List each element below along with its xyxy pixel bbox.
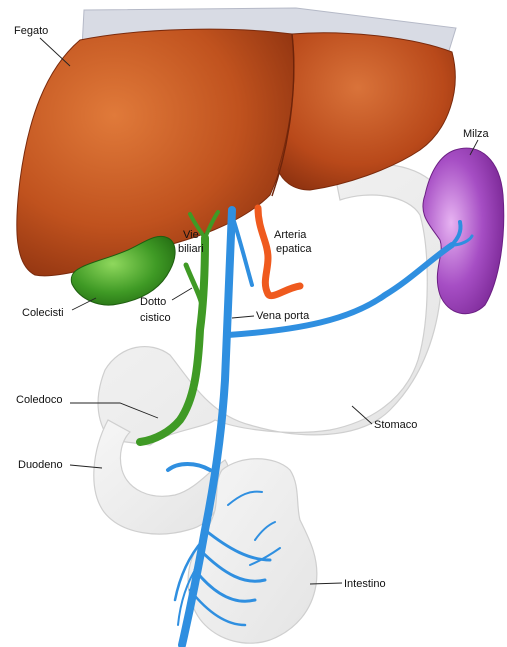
leader-fegato [40, 38, 70, 66]
liver-right-lobe [278, 33, 455, 190]
label-colecisti: Colecisti [22, 307, 64, 319]
label-coledoco: Coledoco [16, 394, 62, 406]
leader-dotto [172, 288, 192, 300]
label-vena-porta: Vena porta [256, 310, 310, 322]
label-arteria-1: Arteria [274, 229, 307, 241]
label-milza: Milza [463, 128, 490, 140]
label-vie-biliari-1: Vie [183, 229, 199, 241]
label-intestino: Intestino [344, 578, 386, 590]
label-duodeno: Duodeno [18, 459, 63, 471]
leader-vena-porta [232, 316, 254, 318]
label-dotto-2: cistico [140, 312, 171, 324]
label-vie-biliari-2: biliari [178, 243, 204, 255]
leader-colecisti [72, 298, 96, 310]
label-dotto-1: Dotto [140, 296, 166, 308]
label-stomaco: Stomaco [374, 419, 417, 431]
label-fegato: Fegato [14, 25, 48, 37]
label-arteria-2: epatica [276, 243, 312, 255]
